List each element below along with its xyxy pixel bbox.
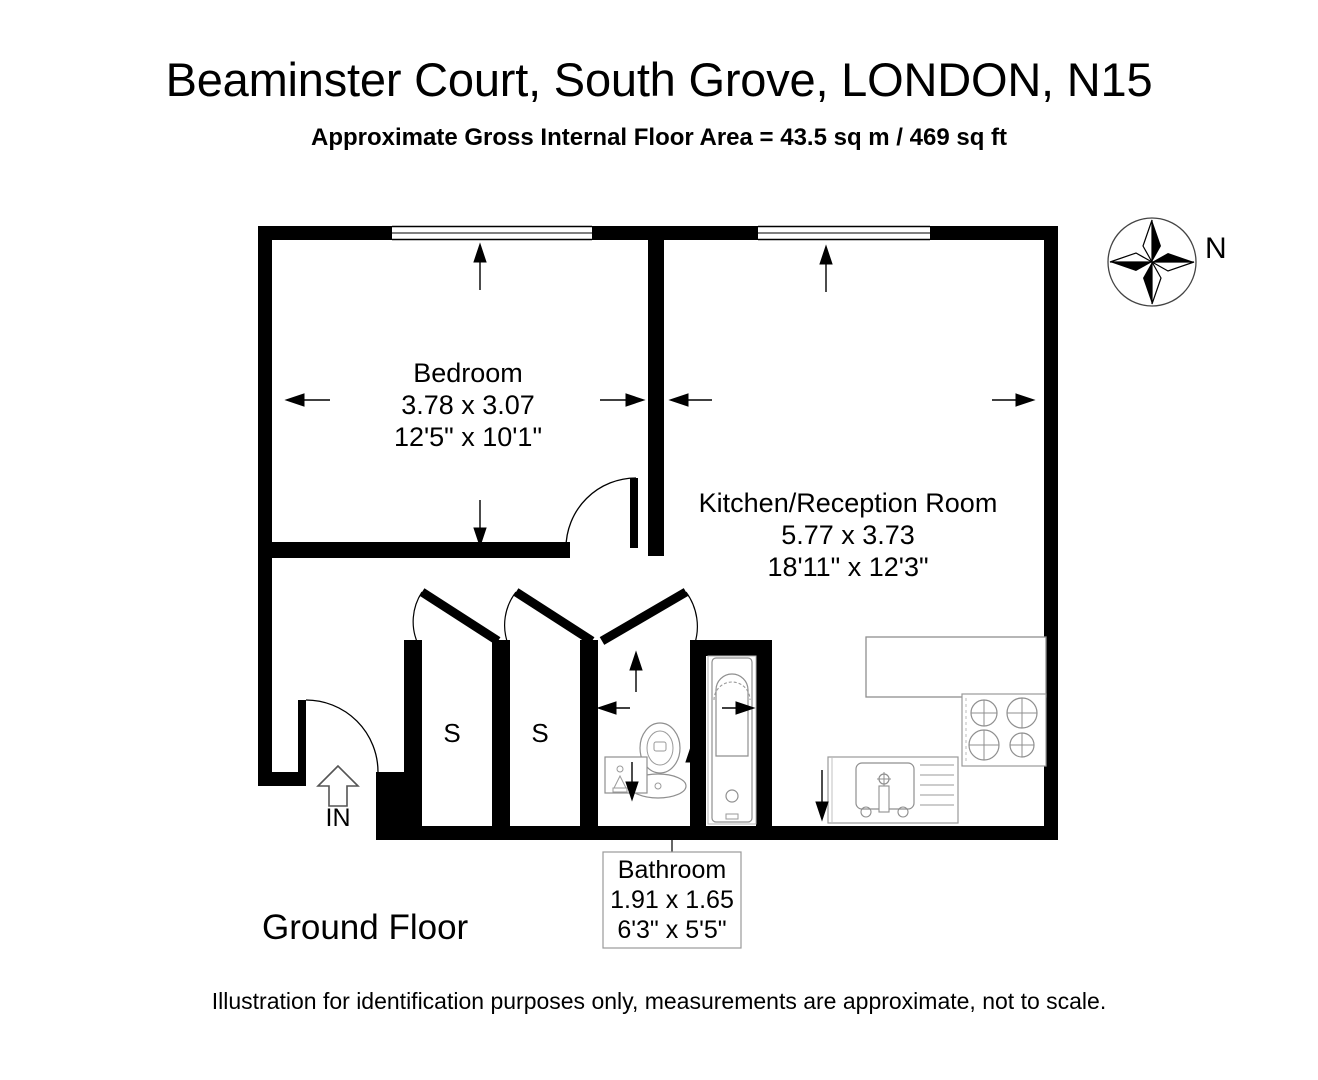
compass-north-label: N — [1205, 232, 1227, 265]
wall-right-outer — [1044, 226, 1058, 840]
washbasin-icon — [604, 756, 648, 794]
dim-kitchen-horizontal-left — [668, 393, 712, 407]
wall-bedroom-bottom — [272, 542, 570, 558]
dim-bedroom-vertical-top — [473, 242, 487, 290]
kitchen-imperial: 18'11" x 12'3" — [767, 552, 928, 582]
wall-storage2-right — [580, 640, 598, 826]
compass-rose-icon — [1107, 217, 1197, 307]
wall-top-right — [930, 226, 1058, 240]
wall-bathroom-top — [580, 640, 598, 656]
wall-storage1-left — [404, 640, 422, 826]
wall-top-middle — [592, 226, 758, 240]
floor-level-label: Ground Floor — [262, 908, 469, 947]
dim-bathroom-vertical-top — [629, 650, 643, 692]
bedroom-metric: 3.78 x 3.07 — [401, 390, 535, 420]
storage-label-2: S — [531, 718, 548, 748]
bathroom-name: Bathroom — [618, 856, 726, 884]
wall-bath-left — [690, 640, 706, 826]
dim-bath-interior-vertical — [685, 742, 699, 800]
dim-bedroom-vertical-bottom — [473, 500, 487, 548]
bedroom-name: Bedroom — [413, 358, 523, 388]
bathtub-icon — [707, 655, 757, 825]
window-bedroom — [392, 225, 592, 241]
wall-left-outer — [258, 226, 272, 786]
bathroom-imperial: 6'3" x 5'5" — [617, 916, 726, 944]
door-storage-1 — [412, 588, 501, 645]
dim-bathroom-vertical-bottom — [625, 762, 639, 802]
page-title: Beaminster Court, South Grove, LONDON, N… — [165, 53, 1153, 106]
kitchen-name: Kitchen/Reception Room — [699, 488, 998, 518]
wall-bath-top — [690, 640, 772, 656]
dimension-arrows — [284, 242, 1036, 822]
kitchen-metric: 5.77 x 3.73 — [781, 520, 915, 550]
door-entrance — [298, 699, 379, 773]
door-storage-2 — [504, 588, 595, 645]
kitchen-sink-icon — [827, 756, 959, 824]
hob-icon — [961, 693, 1047, 767]
door-bedroom — [565, 477, 638, 549]
window-group — [392, 225, 930, 241]
window-kitchen — [758, 225, 930, 241]
door-bathroom — [599, 588, 698, 647]
room-label-bedroom: Bedroom 3.78 x 3.07 12'5" x 10'1" — [394, 358, 542, 452]
dim-kitchen-vertical-bottom — [815, 770, 829, 822]
bathroom-metric: 1.91 x 1.65 — [610, 886, 734, 914]
storage-label-1: S — [443, 718, 460, 748]
room-label-kitchen: Kitchen/Reception Room 5.77 x 3.73 18'11… — [699, 488, 998, 582]
wall-storage-divider — [492, 640, 510, 826]
disclaimer-text: Illustration for identification purposes… — [211, 988, 1107, 1014]
wall-top-left — [258, 226, 392, 240]
room-label-bathroom: Bathroom 1.91 x 1.65 6'3" x 5'5" — [602, 840, 742, 949]
wall-bottom-left-stub — [258, 772, 306, 786]
dim-bathroom-horizontal-right — [722, 701, 756, 715]
dim-bathroom-horizontal-left — [596, 701, 630, 715]
fixture-worktop — [865, 636, 1047, 698]
wall-bottom-outer — [376, 826, 1058, 840]
dim-bedroom-horizontal-right — [600, 393, 646, 407]
entrance-arrow-icon — [316, 764, 360, 807]
dim-kitchen-vertical-top — [819, 244, 833, 292]
wall-bedroom-right — [648, 226, 664, 556]
dim-kitchen-horizontal-right — [992, 393, 1036, 407]
floor-area-subtitle: Approximate Gross Internal Floor Area = … — [311, 124, 1007, 151]
wall-structure — [258, 226, 1058, 840]
bedroom-imperial: 12'5" x 10'1" — [394, 422, 542, 452]
dim-bedroom-horizontal-left — [284, 393, 330, 407]
wall-bath-right — [756, 640, 772, 826]
entrance-label: IN — [326, 804, 351, 832]
